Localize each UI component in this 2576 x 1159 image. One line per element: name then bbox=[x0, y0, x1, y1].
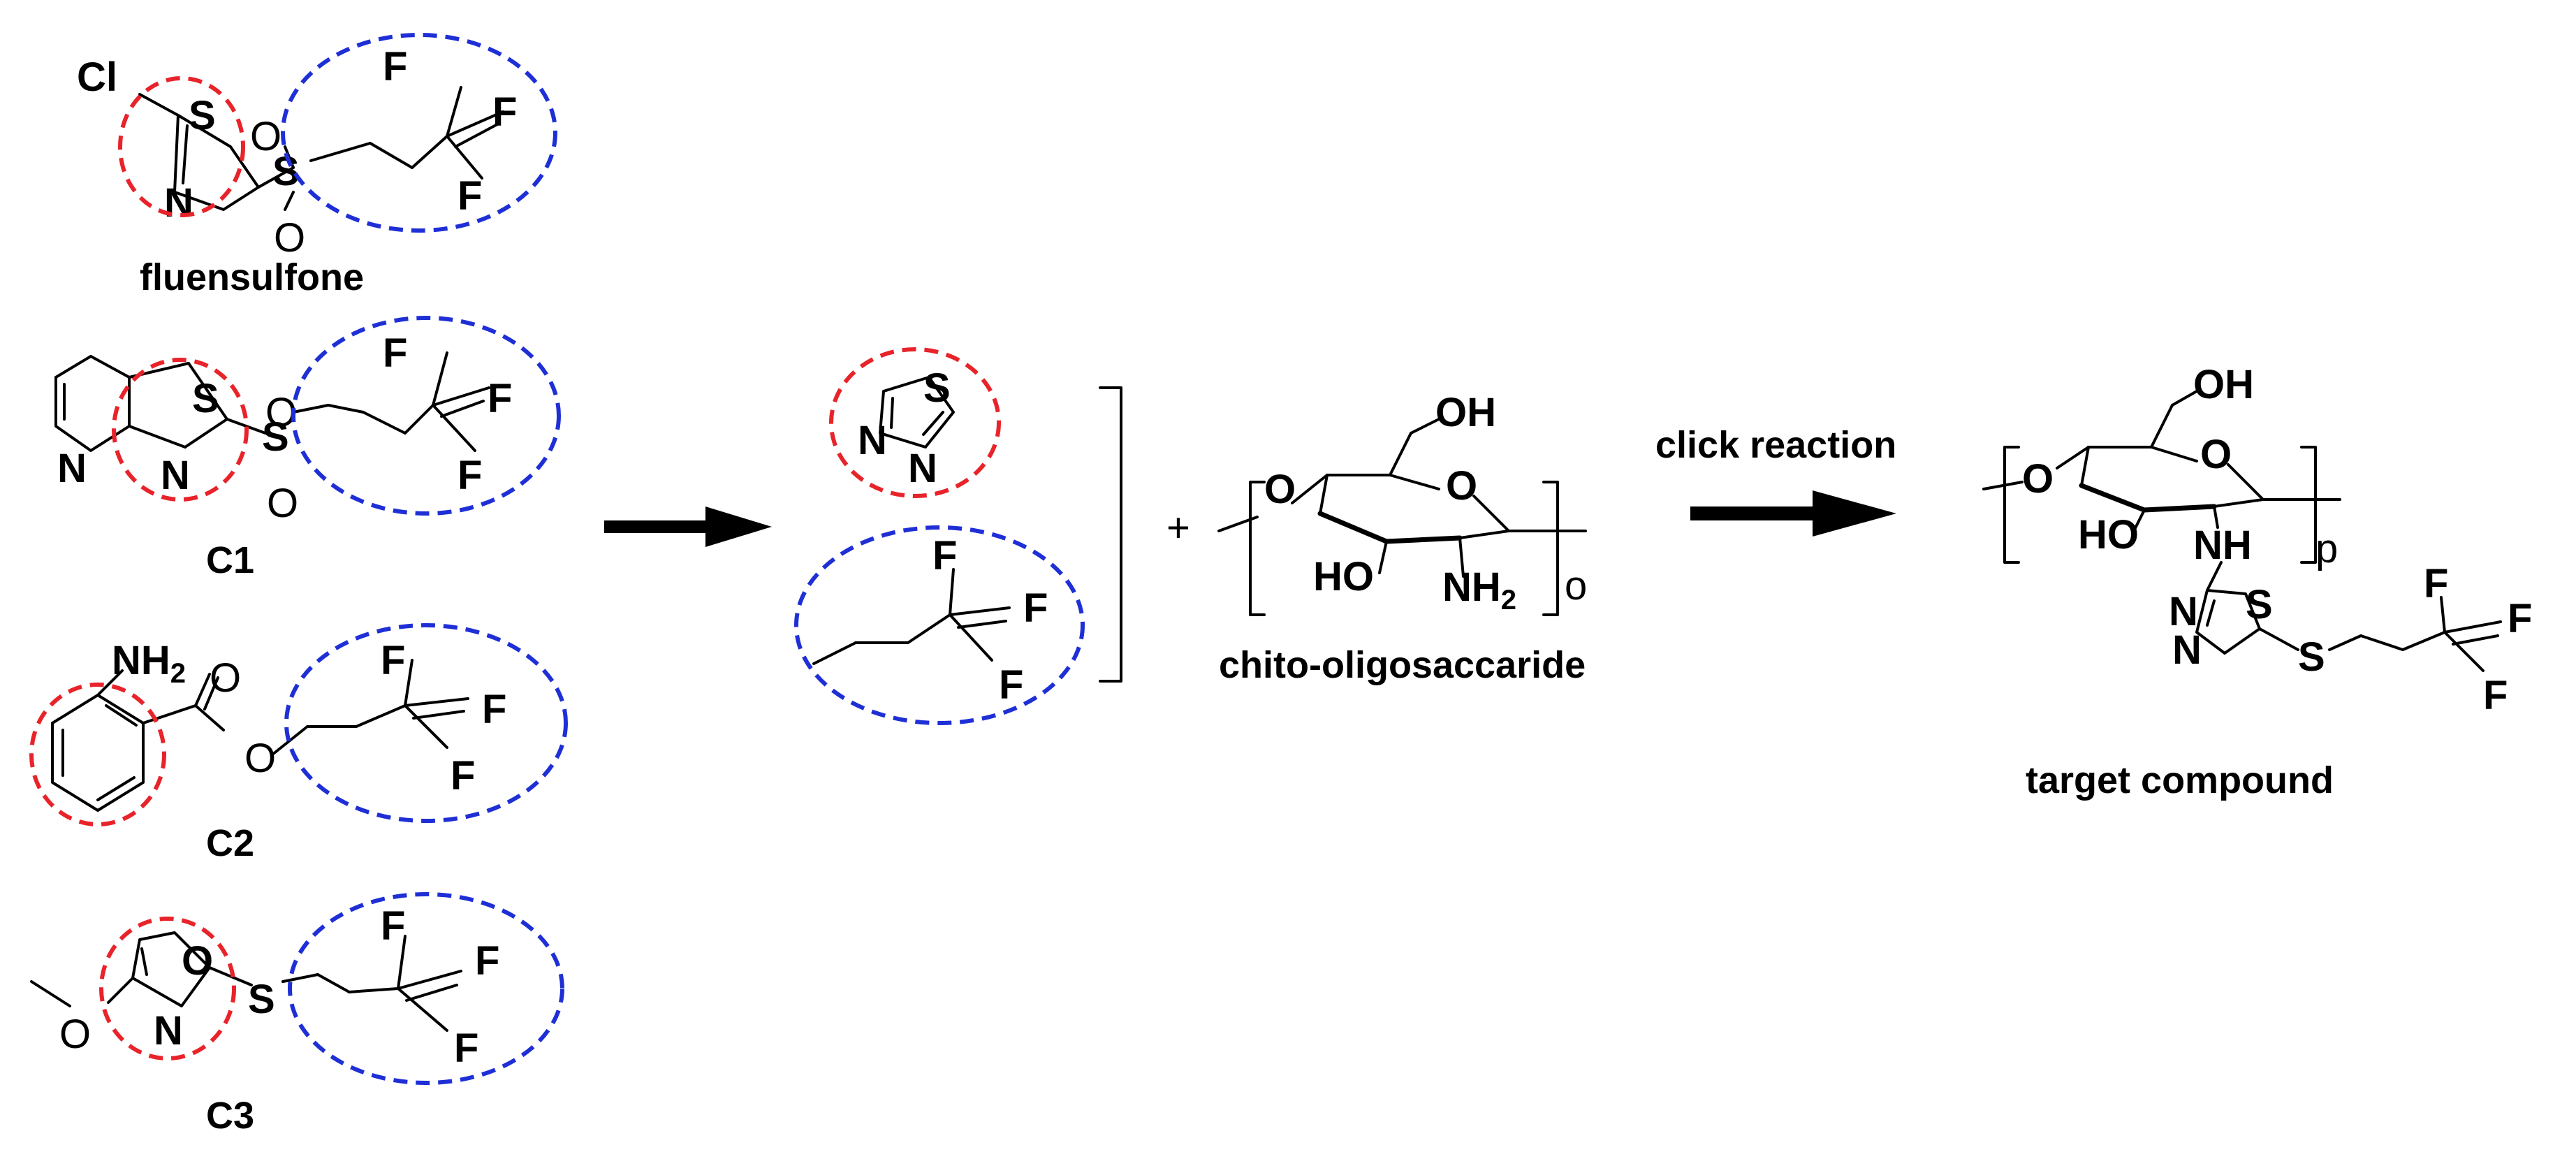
chlorine-atom: Cl bbox=[77, 54, 117, 100]
fluorine-atom: F bbox=[1023, 585, 1048, 631]
sulfur-atom: S bbox=[262, 414, 289, 460]
thiazole-ring-highlight bbox=[118, 76, 245, 217]
c3-structure: O O N S F F F C3 bbox=[30, 892, 564, 1137]
oxygen-atom: O bbox=[182, 938, 213, 984]
fluorine-atom: F bbox=[488, 376, 512, 421]
target-compound-label: target compound bbox=[2026, 759, 2334, 801]
repeat-unit-p: p bbox=[2315, 526, 2338, 571]
sulfur-atom: S bbox=[192, 376, 219, 421]
nitrogen-atom: N bbox=[57, 446, 87, 491]
sulfur-atom: S bbox=[248, 977, 275, 1022]
benzene-ring-highlight bbox=[29, 683, 166, 826]
fluensulfone-label: fluensulfone bbox=[140, 256, 364, 298]
design-arrow bbox=[604, 506, 772, 547]
fluorine-atom: F bbox=[458, 173, 482, 219]
fluorine-atom: F bbox=[2483, 673, 2508, 718]
fluorine-atom: F bbox=[381, 903, 405, 949]
thiadiazole-ring-highlight bbox=[829, 347, 1001, 498]
fluorine-atom: F bbox=[2424, 561, 2448, 606]
nitrogen-atom: N bbox=[908, 446, 937, 491]
oxygen-atom: O bbox=[267, 481, 298, 526]
click-reaction-arrow: click reaction bbox=[1655, 424, 1896, 537]
oxygen-atom: O bbox=[274, 215, 305, 261]
fluorine-atom: F bbox=[492, 89, 517, 135]
c2-label: C2 bbox=[206, 822, 254, 864]
hydroxyl-group: HO bbox=[1313, 554, 1374, 599]
click-reaction-label: click reaction bbox=[1655, 424, 1896, 466]
plus-sign: + bbox=[1166, 505, 1190, 551]
nh2-group: NH2 bbox=[112, 638, 186, 689]
trifluorobutenyl-highlight bbox=[291, 316, 561, 516]
nitrogen-atom: N bbox=[164, 180, 193, 226]
trifluorobutenyl-highlight bbox=[281, 33, 557, 233]
nitrogen-atom: N bbox=[161, 453, 190, 498]
fluorine-atom: F bbox=[2508, 596, 2532, 641]
repeat-unit-o: o bbox=[1565, 563, 1587, 608]
oxygen-atom: O bbox=[1446, 463, 1477, 509]
hydroxyl-group: HO bbox=[2078, 512, 2139, 557]
hydroxyl-group: OH bbox=[1435, 390, 1496, 435]
fluorine-atom: F bbox=[458, 453, 482, 498]
nitrogen-atom: N bbox=[858, 418, 887, 463]
sulfur-atom: S bbox=[2298, 634, 2325, 680]
nitrogen-atom: N bbox=[154, 1008, 183, 1054]
fluorine-atom: F bbox=[999, 662, 1023, 708]
c1-structure: N S N S O O F F F C1 bbox=[54, 316, 561, 581]
c3-label: C3 bbox=[206, 1095, 254, 1137]
nh-linker: NH bbox=[2193, 523, 2252, 568]
oxygen-atom: O bbox=[250, 114, 281, 159]
trifluorobutenyl-highlight bbox=[288, 892, 564, 1085]
nitrogen-atom: N bbox=[2169, 589, 2198, 634]
chito-oligosaccharide-label: chito-oligosaccaride bbox=[1219, 644, 1586, 686]
trifluorobutenyl-highlight bbox=[794, 525, 1085, 725]
hydroxyl-group: OH bbox=[2193, 362, 2254, 407]
fluorine-atom: F bbox=[383, 44, 407, 89]
fluorine-atom: F bbox=[475, 938, 499, 984]
fluorine-atom: F bbox=[451, 753, 475, 799]
oxazole-ring-highlight bbox=[99, 917, 236, 1060]
sulfur-atom: S bbox=[2246, 582, 2273, 627]
fluensulfone-structure: Cl S N S O O F F F fluensulfone bbox=[77, 33, 557, 298]
target-compound-structure: O O OH HO NH p S N N S F F F target comp… bbox=[1982, 362, 2532, 801]
fragment-group: S N N F F F bbox=[794, 347, 1122, 725]
oxygen-atom: O bbox=[59, 1012, 91, 1057]
sulfur-atom: S bbox=[189, 93, 216, 138]
oxygen-atom: O bbox=[210, 655, 241, 701]
oxygen-atom: O bbox=[1264, 467, 1296, 512]
chito-oligosaccharide-structure: + O O OH HO NH2 o chito-oligosaccaride bbox=[1166, 390, 1587, 686]
c1-label: C1 bbox=[206, 539, 254, 581]
fluorine-atom: F bbox=[932, 533, 957, 578]
oxygen-atom: O bbox=[2022, 456, 2054, 502]
c2-structure: NH2 O O F F F C2 bbox=[29, 623, 568, 864]
fluorine-atom: F bbox=[482, 687, 506, 732]
amino-group: NH2 bbox=[1442, 564, 1516, 615]
nitrogen-atom: N bbox=[2172, 627, 2202, 673]
fluorine-atom: F bbox=[454, 1026, 478, 1071]
oxygen-atom: O bbox=[244, 736, 276, 781]
oxygen-atom: O bbox=[2200, 432, 2232, 477]
trifluorobutenyl-highlight bbox=[284, 623, 568, 823]
thiazole-ring-highlight bbox=[112, 358, 249, 502]
sulfur-atom: S bbox=[923, 365, 951, 411]
fluorine-atom: F bbox=[381, 638, 405, 683]
fluorine-atom: F bbox=[383, 330, 407, 376]
